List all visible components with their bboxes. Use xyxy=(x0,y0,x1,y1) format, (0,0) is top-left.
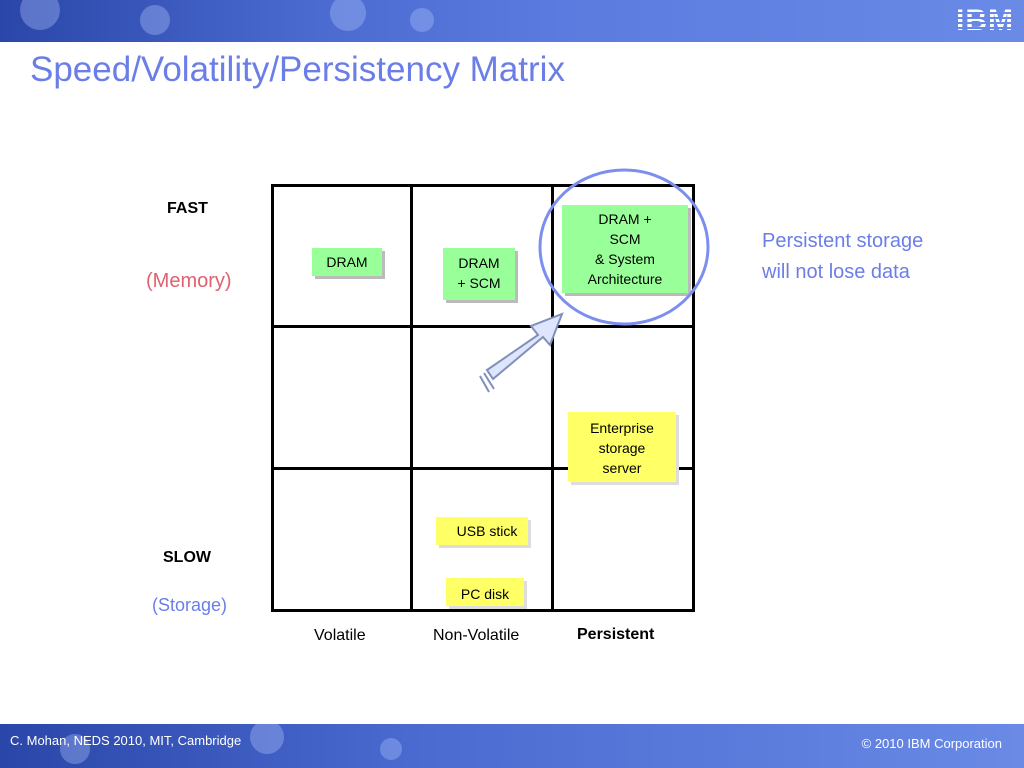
dram-scm-sys-text-3: & System xyxy=(595,251,655,267)
ibm-logo: IBM xyxy=(956,4,1014,37)
pc-disk-text: PC disk xyxy=(460,586,510,602)
grid-divider xyxy=(271,325,695,328)
footer-right-text: © 2010 IBM Corporation xyxy=(861,736,1002,751)
memory-label: (Memory) xyxy=(146,270,232,292)
enterprise-text-3: server xyxy=(602,460,642,476)
decorative-bubble xyxy=(330,0,366,31)
decorative-bubble xyxy=(60,734,90,764)
highlight-circle xyxy=(538,168,710,326)
footer-left-text: C. Mohan, NEDS 2010, MIT, Cambridge xyxy=(10,733,242,748)
fast-label: FAST xyxy=(167,200,208,217)
decorative-bubble xyxy=(410,8,434,32)
dram-text: DRAM xyxy=(326,254,368,270)
dram-scm-text-2: + SCM xyxy=(457,275,501,291)
usb-stick-text: USB stick xyxy=(456,523,518,539)
footer-bar: C. Mohan, NEDS 2010, MIT, Cambridge © 20… xyxy=(0,724,1024,768)
dram-scm-sys-text-2: SCM xyxy=(609,231,641,247)
persistent-note: Persistent storage will not lose data xyxy=(762,226,923,288)
column-label-volatile: Volatile xyxy=(314,627,366,644)
dram-scm-sys-text-1: DRAM + xyxy=(598,211,652,227)
grid-divider xyxy=(410,184,413,612)
dram-scm-box: DRAM + SCM xyxy=(443,248,515,300)
decorative-bubble xyxy=(250,724,284,754)
pc-disk-box: PC disk xyxy=(446,578,524,606)
arrow-icon xyxy=(479,312,564,393)
slow-label: SLOW xyxy=(163,549,211,566)
dram-scm-text-1: DRAM xyxy=(458,255,500,271)
dram-scm-sys-text-4: Architecture xyxy=(587,271,663,287)
note-line-1: Persistent storage xyxy=(762,230,924,252)
enterprise-text-1: Enterprise xyxy=(590,420,654,436)
decorative-bubble xyxy=(380,738,402,760)
grid-divider xyxy=(271,467,695,470)
column-label-persistent: Persistent xyxy=(577,626,655,643)
note-line-2: will not lose data xyxy=(762,261,910,283)
matrix-grid xyxy=(271,184,695,612)
header-bar: IBM xyxy=(0,0,1024,42)
storage-label: (Storage) xyxy=(152,595,228,615)
dram-box: DRAM xyxy=(312,248,382,276)
decorative-bubble xyxy=(140,5,170,35)
enterprise-text-2: storage xyxy=(598,440,646,456)
dram-scm-system-box: DRAM + SCM & System Architecture xyxy=(562,205,688,293)
page-title: Speed/Volatility/Persistency Matrix xyxy=(30,50,565,89)
enterprise-storage-box: Enterprise storage server xyxy=(568,412,676,482)
grid-divider xyxy=(551,184,554,612)
column-label-non-volatile: Non-Volatile xyxy=(433,627,520,644)
usb-stick-box: USB stick xyxy=(436,517,528,545)
